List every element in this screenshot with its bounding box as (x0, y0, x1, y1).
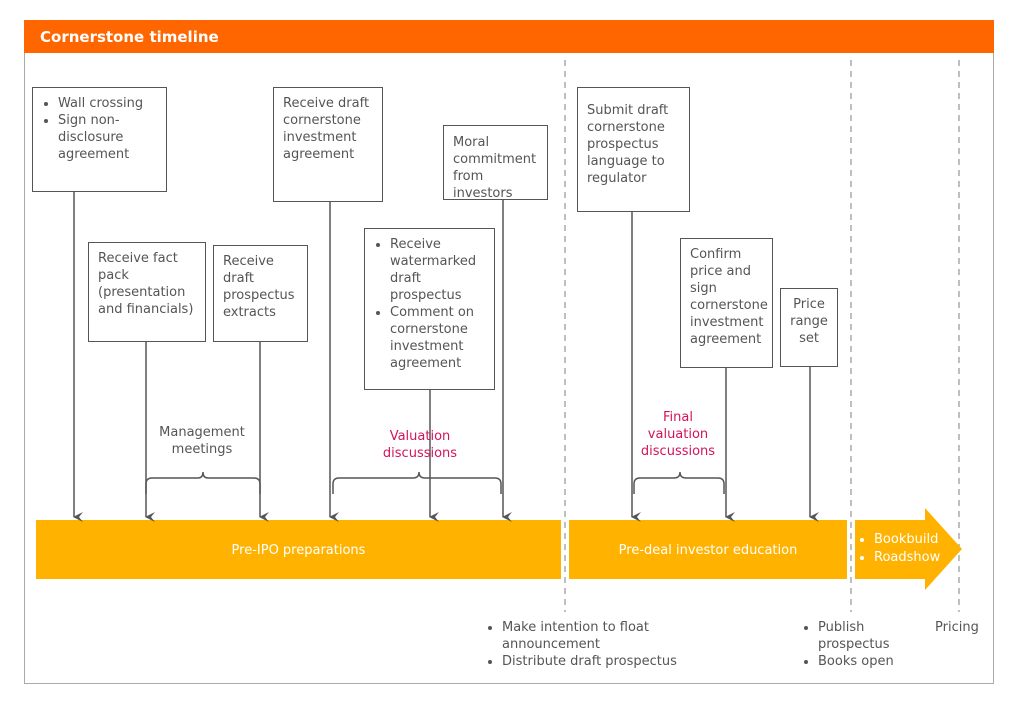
box-watermarked: Receive watermarked draft prospectus Com… (364, 228, 495, 390)
box-draft-extracts: Receive draft prospectus extracts (213, 245, 308, 342)
phase-pre-ipo: Pre-IPO preparations (231, 543, 366, 558)
box-submit: Submit draft cornerstone prospectus lang… (577, 87, 690, 212)
box-confirm-text: Confirm price and sign cornerstone inves… (690, 247, 768, 347)
bookbuild-arrow (855, 508, 962, 590)
phase-final-item: Bookbuild (874, 531, 940, 549)
box-submit-text: Submit draft cornerstone prospectus lang… (587, 103, 669, 186)
box-confirm: Confirm price and sign cornerstone inves… (680, 238, 773, 368)
bottom-publish-item: Books open (818, 653, 912, 670)
bottom-itf-list: Make intention to float announcement Dis… (486, 619, 691, 670)
phase-pre-deal: Pre-deal investor education (618, 543, 798, 558)
phase-final-item: Roadshow (874, 549, 940, 567)
phase-final-list: Bookbuild Roadshow (858, 531, 940, 567)
box-wall-crossing: Wall crossing Sign non-disclosure agreem… (32, 87, 167, 192)
pre-deal-bar (569, 520, 847, 579)
label-final-valuation-discussions: Final valuation discussions (640, 410, 716, 459)
label-valuation-discussions: Valuation discussions (382, 429, 458, 461)
box-draft-agreement-text: Receive draft cornerstone investment agr… (283, 96, 370, 162)
pre-ipo-bar (36, 520, 561, 579)
bottom-publish-list: Publish prospectus Books open (802, 619, 912, 670)
bottom-itf-item: Distribute draft prospectus (502, 653, 691, 670)
box-price-range-text: Price range set (790, 297, 828, 346)
box-fact-pack-text: Receive fact pack (presentation and fina… (98, 251, 194, 317)
box-draft-extracts-text: Receive draft prospectus extracts (223, 254, 295, 320)
box-fact-pack: Receive fact pack (presentation and fina… (88, 242, 206, 342)
box-watermarked-item: Comment on cornerstone investment agreem… (390, 304, 485, 372)
diagram-title: Cornerstone timeline (40, 28, 219, 46)
title-bar (24, 20, 994, 53)
bracket-final-valuation (633, 471, 725, 494)
box-wall-item: Sign non-disclosure agreement (58, 112, 157, 163)
bracket-management (145, 471, 261, 494)
box-wall-item: Wall crossing (58, 95, 157, 112)
bracket-valuation (332, 471, 502, 494)
bottom-publish-item: Publish prospectus (818, 619, 912, 653)
box-moral-text: Moral commitment from investors (453, 135, 537, 201)
box-moral: Moral commitment from investors (443, 125, 548, 201)
bottom-pricing: Pricing (935, 620, 979, 635)
box-draft-agreement: Receive draft cornerstone investment agr… (273, 87, 383, 202)
box-watermarked-item: Receive watermarked draft prospectus (390, 236, 485, 304)
box-price-range: Price range set (780, 288, 838, 367)
bottom-itf-item: Make intention to float announcement (502, 619, 691, 653)
label-management-meetings: Management meetings (159, 425, 245, 457)
